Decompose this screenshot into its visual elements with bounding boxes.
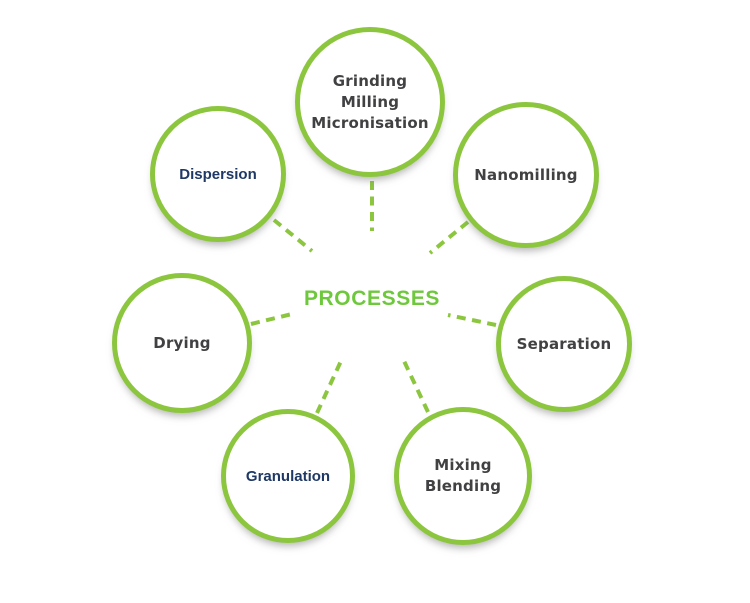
node-nanomilling: Nanomilling (453, 102, 599, 248)
label-line: Micronisation (311, 113, 429, 132)
node-drying: Drying (112, 273, 252, 413)
node-dispersion: Dispersion (150, 106, 286, 242)
node-label-nanomilling: Nanomilling (474, 165, 577, 186)
label-line: Mixing (434, 456, 492, 474)
node-mixing-blending: Mixing Blending (394, 407, 532, 545)
label-line: Drying (153, 333, 211, 352)
connector-drying (250, 311, 297, 326)
label-line: Separation (516, 334, 612, 353)
node-label-granulation: Granulation (246, 466, 330, 487)
connector-granulation (315, 360, 343, 414)
connector-dispersion (272, 218, 314, 253)
label-line: Dispersion (179, 165, 257, 183)
node-grinding-milling-micronisation: Grinding Milling Micronisation (295, 27, 445, 177)
node-label-separation: Separation (517, 334, 612, 355)
connector-mixing-blending (402, 360, 430, 413)
center-title: PROCESSES (303, 287, 441, 310)
node-label-drying: Drying (153, 333, 210, 354)
label-line: Granulation (245, 467, 331, 485)
label-line: Blending (424, 477, 502, 495)
label-line: Milling (340, 92, 400, 111)
connector-nanomilling (428, 220, 470, 255)
node-label-mixing-blending: Mixing Blending (425, 455, 501, 497)
node-granulation: Granulation (221, 409, 355, 543)
node-label-dispersion: Dispersion (179, 164, 257, 185)
node-separation: Separation (496, 276, 632, 412)
label-line: Grinding (332, 71, 408, 90)
node-label-grinding: Grinding Milling Micronisation (311, 71, 428, 134)
label-line: Nanomilling (474, 165, 578, 184)
connector-separation (447, 313, 497, 327)
